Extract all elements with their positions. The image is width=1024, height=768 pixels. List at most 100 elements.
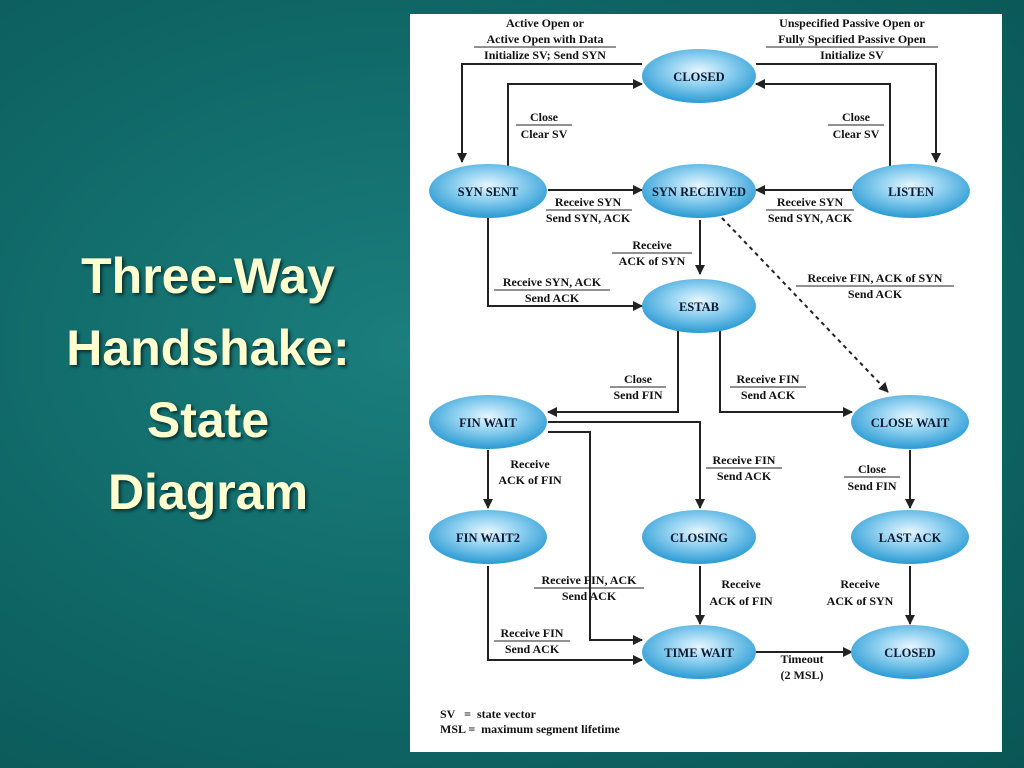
svg-text:Receive FIN: Receive FIN xyxy=(737,372,800,386)
svg-text:Send ACK: Send ACK xyxy=(741,388,796,402)
svg-text:Initialize SV; Send SYN: Initialize SV; Send SYN xyxy=(484,48,606,62)
svg-text:Receive FIN: Receive FIN xyxy=(501,626,564,640)
node-syn-received: SYN RECEIVED xyxy=(642,164,756,218)
svg-text:LISTEN: LISTEN xyxy=(888,185,934,199)
svg-text:Close: Close xyxy=(858,462,887,476)
node-last-ack: LAST ACK xyxy=(851,510,969,564)
svg-text:LAST ACK: LAST ACK xyxy=(879,531,942,545)
title-line-2: Handshake: xyxy=(66,320,350,376)
node-fin-wait2: FIN WAIT2 xyxy=(429,510,547,564)
svg-text:Send ACK: Send ACK xyxy=(505,642,560,656)
svg-text:Receive FIN: Receive FIN xyxy=(713,453,776,467)
label-close-send-fin: Close Send FIN xyxy=(610,372,666,402)
svg-text:CLOSED: CLOSED xyxy=(673,70,724,84)
svg-text:Fully Specified Passive Open: Fully Specified Passive Open xyxy=(778,32,926,46)
edge-close-right xyxy=(755,79,891,176)
svg-text:Clear SV: Clear SV xyxy=(521,127,568,141)
svg-text:FIN WAIT2: FIN WAIT2 xyxy=(456,531,520,545)
svg-text:SYN SENT: SYN SENT xyxy=(458,185,519,199)
label-finwait-recv-fin: Receive FIN Send ACK xyxy=(706,453,782,483)
slide-title: Three-Way Handshake: State Diagram xyxy=(18,240,398,528)
label-finwait-recv-fin-ack: Receive FIN, ACK Send ACK xyxy=(534,573,644,603)
svg-text:ACK of SYN: ACK of SYN xyxy=(619,254,686,268)
label-closewait-close: Close Send FIN xyxy=(844,462,900,493)
svg-text:Active Open with Data: Active Open with Data xyxy=(487,32,604,46)
label-recv-ack-of-syn: Receive ACK of SYN xyxy=(612,238,692,268)
legend-sv: SV = state vector xyxy=(440,707,537,721)
title-line-4: Diagram xyxy=(107,464,309,520)
node-closing: CLOSING xyxy=(642,510,756,564)
edge-estab-finwait xyxy=(547,330,679,417)
svg-text:ACK of SYN: ACK of SYN xyxy=(827,594,894,608)
label-closing-recv-ack: Receive ACK of FIN xyxy=(709,577,773,608)
svg-text:CLOSED: CLOSED xyxy=(884,646,935,660)
svg-text:Initialize SV: Initialize SV xyxy=(820,48,884,62)
label-lastack-recv-ack: Receive ACK of SYN xyxy=(827,577,894,608)
edge-active-open xyxy=(457,63,642,163)
svg-text:CLOSING: CLOSING xyxy=(670,531,728,545)
edge-close-left xyxy=(507,79,643,176)
svg-text:Send ACK: Send ACK xyxy=(562,589,617,603)
node-closed-top: CLOSED xyxy=(642,49,756,103)
svg-text:Send ACK: Send ACK xyxy=(717,469,772,483)
label-active-open: Active Open or Active Open with Data Ini… xyxy=(474,16,616,62)
label-estab-recv-fin: Receive FIN Send ACK xyxy=(730,372,806,402)
edge-synrecv-closewait xyxy=(721,217,889,393)
svg-text:FIN WAIT: FIN WAIT xyxy=(459,416,517,430)
svg-text:Receive: Receive xyxy=(510,457,550,471)
svg-text:Send FIN: Send FIN xyxy=(847,479,896,493)
svg-text:Receive: Receive xyxy=(721,577,761,591)
svg-text:Close: Close xyxy=(624,372,653,386)
state-diagram: CLOSED SYN SENT SYN RECEIVED LISTEN ESTA… xyxy=(429,16,970,736)
node-estab: ESTAB xyxy=(642,279,756,333)
edge-finwait-closing xyxy=(548,421,705,509)
svg-text:Receive FIN, ACK: Receive FIN, ACK xyxy=(542,573,638,587)
legend: SV = state vector MSL = maximum segment … xyxy=(440,707,620,736)
svg-text:Clear SV: Clear SV xyxy=(833,127,880,141)
svg-text:TIME WAIT: TIME WAIT xyxy=(664,646,734,660)
node-closed-bottom: CLOSED xyxy=(851,625,969,679)
svg-text:Receive SYN: Receive SYN xyxy=(555,195,622,209)
edge-synsent-estab xyxy=(487,218,643,311)
title-line-3: State xyxy=(146,392,270,448)
title-line-1: Three-Way xyxy=(81,248,335,304)
label-timeout: Timeout (2 MSL) xyxy=(780,652,823,682)
svg-text:Send ACK: Send ACK xyxy=(848,287,903,301)
svg-text:Unspecified Passive Open or: Unspecified Passive Open or xyxy=(779,16,925,30)
svg-text:Close: Close xyxy=(530,110,559,124)
svg-text:ACK of FIN: ACK of FIN xyxy=(498,473,562,487)
node-close-wait: CLOSE WAIT xyxy=(851,395,969,449)
edge-passive-open xyxy=(756,63,941,163)
svg-text:ACK of FIN: ACK of FIN xyxy=(709,594,773,608)
label-finwait2-recv-fin: Receive FIN Send ACK xyxy=(494,626,570,656)
legend-msl: MSL = maximum segment lifetime xyxy=(440,722,620,736)
svg-text:Receive SYN, ACK: Receive SYN, ACK xyxy=(503,275,602,289)
svg-text:SYN RECEIVED: SYN RECEIVED xyxy=(652,185,746,199)
node-syn-sent: SYN SENT xyxy=(429,164,547,218)
svg-text:Send ACK: Send ACK xyxy=(525,291,580,305)
svg-text:Timeout: Timeout xyxy=(780,652,823,666)
label-close-right: Close Clear SV xyxy=(828,110,884,141)
svg-text:Receive: Receive xyxy=(632,238,672,252)
svg-text:Receive: Receive xyxy=(840,577,880,591)
svg-text:Send SYN, ACK: Send SYN, ACK xyxy=(546,211,631,225)
svg-text:Active Open or: Active Open or xyxy=(506,16,585,30)
svg-text:CLOSE WAIT: CLOSE WAIT xyxy=(871,416,950,430)
svg-text:Receive FIN, ACK of SYN: Receive FIN, ACK of SYN xyxy=(808,271,943,285)
edge-finwait2-timewait xyxy=(487,566,643,665)
label-syn-ack-send-ack: Receive SYN, ACK Send ACK xyxy=(494,275,610,305)
node-fin-wait: FIN WAIT xyxy=(429,395,547,449)
label-listen-synrecv: Receive SYN Send SYN, ACK xyxy=(766,195,854,225)
svg-text:Send FIN: Send FIN xyxy=(613,388,662,402)
label-recv-fin-ack-of-syn: Receive FIN, ACK of SYN Send ACK xyxy=(796,271,954,301)
node-time-wait: TIME WAIT xyxy=(642,625,756,679)
label-finwait-recv-ack: Receive ACK of FIN xyxy=(498,457,562,487)
edge-estab-closewait xyxy=(719,330,853,417)
node-listen: LISTEN xyxy=(852,164,970,218)
label-close-left: Close Clear SV xyxy=(516,110,572,141)
edge-finwait-timewait xyxy=(548,431,643,645)
svg-text:ESTAB: ESTAB xyxy=(679,300,719,314)
svg-text:Close: Close xyxy=(842,110,871,124)
diagram-panel: CLOSED SYN SENT SYN RECEIVED LISTEN ESTA… xyxy=(410,14,1002,752)
svg-text:(2 MSL): (2 MSL) xyxy=(781,668,824,682)
